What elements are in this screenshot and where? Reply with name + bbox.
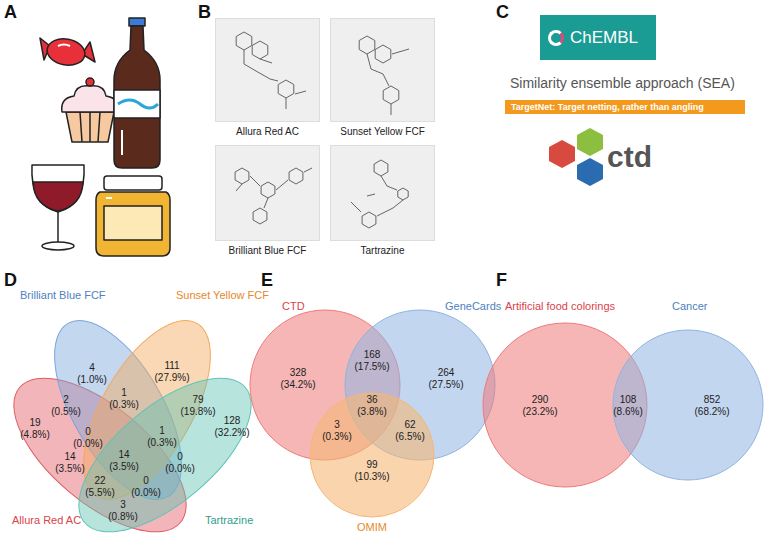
region-count: 14 (3.5%) xyxy=(55,451,84,474)
wine-glass-icon xyxy=(32,165,84,250)
region-count: 108 (8.6%) xyxy=(613,394,642,417)
region-count: 1 (0.3%) xyxy=(147,425,176,448)
compound-name: Tartrazine xyxy=(331,245,434,256)
region-count: 0 (0.0%) xyxy=(165,451,194,474)
database-logo: ChEMBL xyxy=(540,15,656,60)
set-name: Tartrazine xyxy=(205,514,253,527)
panel-letter: D xyxy=(4,270,17,291)
set-name: Sunset Yellow FCF xyxy=(176,289,269,302)
venn-three xyxy=(250,310,495,517)
region-count: 0 (0.0%) xyxy=(131,475,160,498)
region-count: 36 (3.8%) xyxy=(357,394,386,417)
region-count: 19 (4.8%) xyxy=(20,417,49,440)
chemical-structure xyxy=(216,146,321,242)
set-name: CTD xyxy=(282,300,305,313)
region-count: 264 (27.5%) xyxy=(428,367,463,390)
region-count: 290 (23.2%) xyxy=(522,394,557,417)
candy-icon xyxy=(40,36,95,68)
logo-mark xyxy=(548,30,564,46)
panel-letter: F xyxy=(496,270,507,291)
structure-box: Brilliant Blue FCF xyxy=(215,145,320,241)
region-count: 0 (0.0%) xyxy=(73,426,102,449)
set-name: GeneCards xyxy=(445,300,501,313)
region-count: 99 (10.3%) xyxy=(354,459,389,482)
region-count: 22 (5.5%) xyxy=(85,475,114,498)
panel-letter: B xyxy=(198,2,211,23)
region-count: 2 (0.5%) xyxy=(51,394,80,417)
set-name: Artificial food colorings xyxy=(505,300,615,313)
region-count: 111 (27.9%) xyxy=(154,360,189,383)
structure-box: Sunset Yellow FCF xyxy=(330,18,435,122)
venn-two xyxy=(483,323,763,487)
logo-text: ctd xyxy=(607,140,652,175)
cupcake-icon xyxy=(62,78,119,142)
jar-icon xyxy=(96,176,170,256)
text-label: Similarity ensemble approach (SEA) xyxy=(510,75,735,91)
region-count: 168 (17.5%) xyxy=(354,349,389,372)
set-name: Brilliant Blue FCF xyxy=(20,289,106,302)
structure-box: Tartrazine xyxy=(330,145,435,241)
set-name: Cancer xyxy=(672,300,707,313)
region-count: 852 (68.2%) xyxy=(694,394,729,417)
panel-letter: A xyxy=(4,2,17,23)
region-count: 14 (3.5%) xyxy=(109,449,138,472)
ctd-logo xyxy=(549,128,603,186)
compound-name: Sunset Yellow FCF xyxy=(331,126,434,137)
set-name: OMIM xyxy=(357,521,387,534)
chemical-structure xyxy=(216,19,321,123)
logo-text: ChEMBL xyxy=(570,28,638,48)
region-count: 3 (0.8%) xyxy=(108,499,137,522)
region-count: 328 (34.2%) xyxy=(280,367,315,390)
banner-text: TargetNet: Target netting, rather than a… xyxy=(511,102,704,112)
venn-four xyxy=(0,301,276,538)
set-name: Allura Red AC xyxy=(12,514,81,527)
structure-box: Allura Red AC xyxy=(215,18,320,122)
cola-bottle-icon xyxy=(114,18,160,168)
panel-letter: E xyxy=(261,270,273,291)
compound-name: Brilliant Blue FCF xyxy=(216,245,319,256)
region-count: 1 (0.3%) xyxy=(109,387,138,410)
tool-banner: TargetNet: Target netting, rather than a… xyxy=(505,100,745,114)
region-count: 79 (19.8%) xyxy=(180,394,215,417)
region-count: 3 (0.3%) xyxy=(322,419,351,442)
compound-name: Allura Red AC xyxy=(216,126,319,137)
chemical-structure xyxy=(331,146,436,242)
chemical-structure xyxy=(331,19,436,123)
region-count: 62 (6.5%) xyxy=(395,419,424,442)
region-count: 128 (32.2%) xyxy=(214,415,249,438)
panel-letter: C xyxy=(496,2,509,23)
region-count: 4 (1.0%) xyxy=(77,362,106,385)
